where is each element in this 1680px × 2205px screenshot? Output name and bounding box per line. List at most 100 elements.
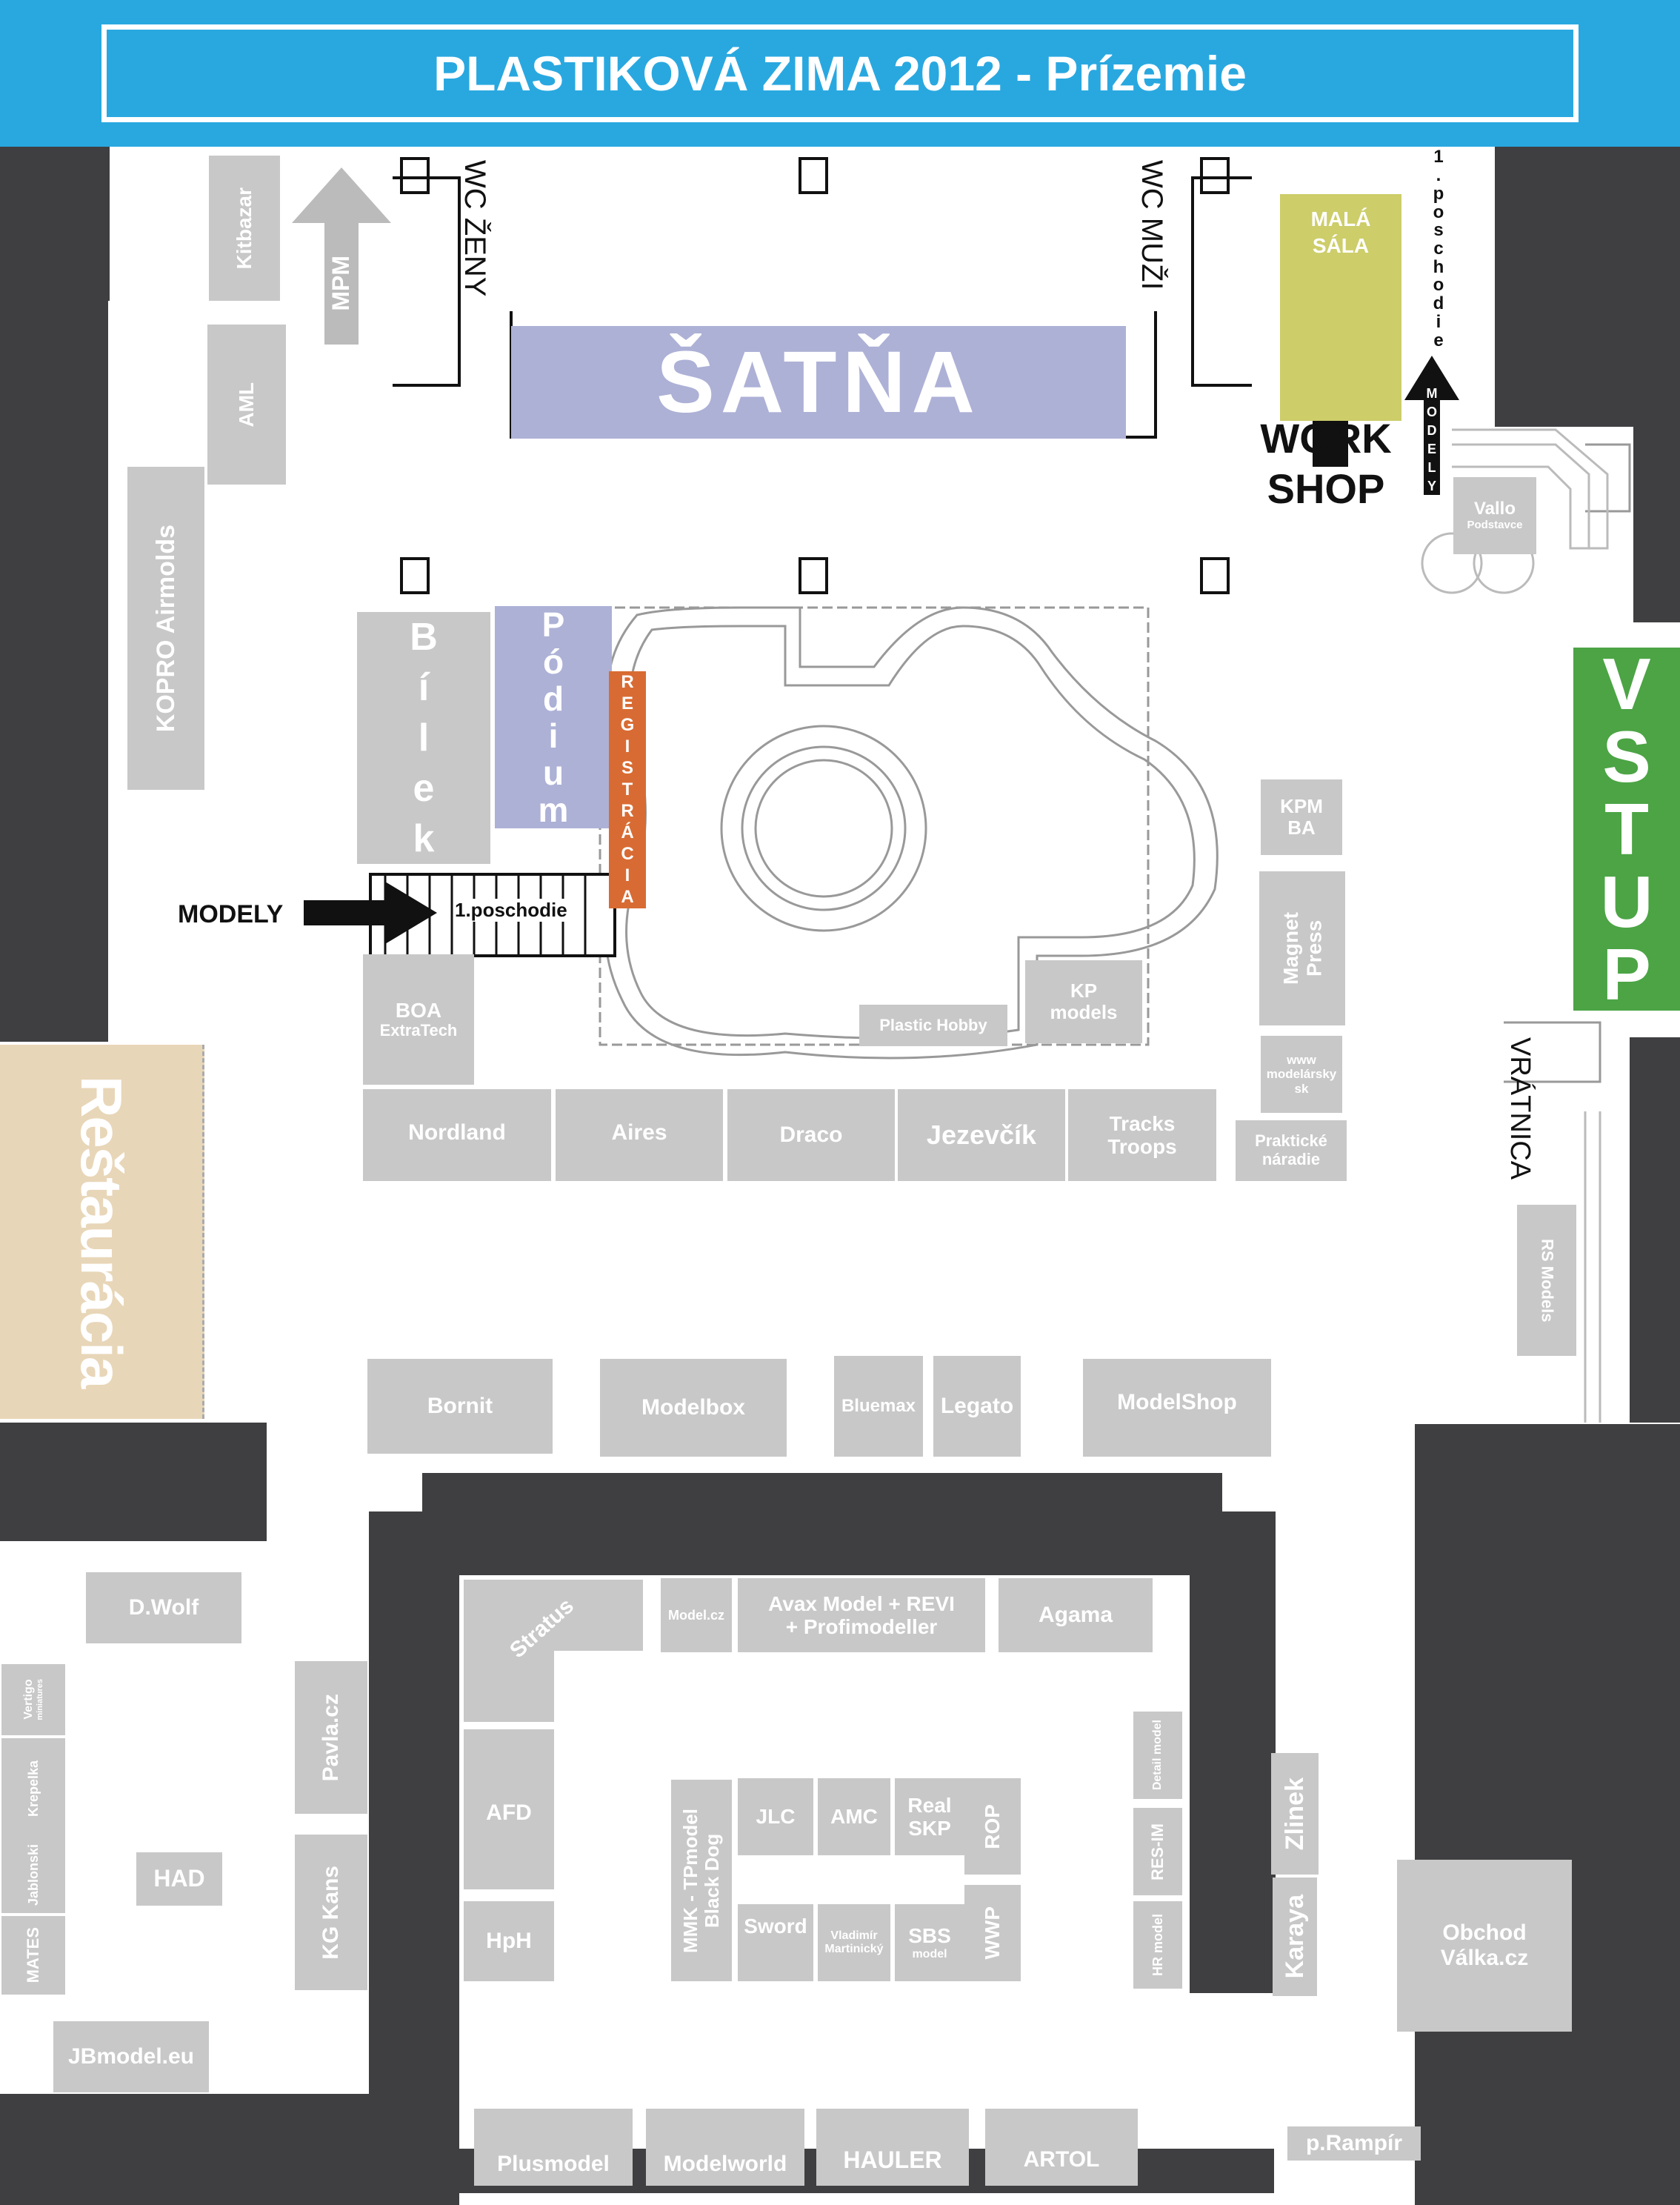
tracks-line-2: Troops xyxy=(1107,1135,1177,1158)
vratnica-label: VRÁTNICA xyxy=(1504,1037,1536,1180)
poschodie-char: c xyxy=(1433,238,1444,259)
stand-stratus: Stratus xyxy=(464,1580,579,1722)
poschodie-char: o xyxy=(1433,202,1444,222)
tracks-line-1: Tracks xyxy=(1109,1111,1176,1135)
kitbazar-label: Kitbazar xyxy=(233,187,256,270)
hph-label: HpH xyxy=(486,1929,532,1954)
stand-pavla: Pavla.cz xyxy=(295,1661,367,1814)
avax-line-2: + Profimodeller xyxy=(785,1615,938,1638)
vstup-char: T xyxy=(1604,788,1649,870)
stand-zlinek: Zlinek xyxy=(1271,1753,1319,1875)
registracia-char: I xyxy=(624,865,630,886)
stand-plastic-hobby: Plastic Hobby xyxy=(859,1005,1007,1046)
prakticke-line-2: náradie xyxy=(1261,1150,1321,1168)
block-upper-band xyxy=(369,1511,1276,1578)
stand-bluemax: Bluemax xyxy=(834,1356,923,1457)
restauracia-room: Reštaurácia xyxy=(0,1045,204,1419)
aires-label: Aires xyxy=(611,1120,667,1145)
mmk-line-1: MMK - TPmodel xyxy=(679,1808,701,1953)
stand-modelworld: Modelworld xyxy=(646,2109,804,2186)
workshop-line-1: WORK xyxy=(1260,415,1392,462)
magnet-line-1: Magnet xyxy=(1279,912,1302,985)
bilek-char: k xyxy=(413,817,435,860)
stand-mates: MATES xyxy=(1,1916,65,1995)
modelbox-label: Modelbox xyxy=(641,1395,745,1420)
block-right xyxy=(1190,1511,1276,1993)
poschodie-char: s xyxy=(1433,220,1444,241)
modelshop-label: ModelShop xyxy=(1117,1390,1237,1414)
rop-label: ROP xyxy=(981,1803,1004,1849)
registracia-char: I xyxy=(624,736,630,756)
stairs-poschodie-label: 1.poschodie xyxy=(455,899,567,922)
avax-line-1: Avax Model + REVI xyxy=(768,1592,955,1615)
wall-right-upper xyxy=(1495,147,1680,427)
stand-karaya: Karaya xyxy=(1273,1878,1317,1996)
realskp-line-2: SKP xyxy=(908,1817,951,1840)
stand-hph: HpH xyxy=(464,1901,554,1981)
block-left xyxy=(369,1511,459,2193)
stand-rop: ROP xyxy=(964,1778,1021,1875)
modely-char: D xyxy=(1427,422,1437,438)
stand-kgkans: KG Kans xyxy=(295,1835,367,1990)
had-label: HAD xyxy=(153,1865,205,1892)
podium-char: m xyxy=(538,791,569,829)
jezevcik-label: Jezevčík xyxy=(926,1119,1037,1150)
modely-char: M xyxy=(1426,385,1438,401)
registracia-char: T xyxy=(621,779,633,799)
registracia-char: G xyxy=(620,714,635,735)
karaya-label: Karaya xyxy=(1280,1895,1309,1979)
stand-modelcz: Model.cz xyxy=(661,1578,732,1652)
modely-char: L xyxy=(1427,459,1436,475)
stand-prakticke: Praktické náradie xyxy=(1236,1120,1347,1181)
legato-label: Legato xyxy=(940,1394,1014,1419)
modely-label: MODELY xyxy=(178,900,284,928)
workshop-line-2: SHOP xyxy=(1267,465,1385,512)
prampir-label: p.Rampír xyxy=(1305,2131,1403,2156)
realskp-line-1: Real xyxy=(907,1793,952,1817)
stand-kpm: KPM BA xyxy=(1261,779,1342,855)
amc-label: AMC xyxy=(830,1805,878,1829)
stand-plusmodel: Plusmodel xyxy=(474,2109,633,2186)
sword-label: Sword xyxy=(744,1915,807,1938)
stand-obchod: Obchod Válka.cz xyxy=(1397,1860,1572,2032)
stand-jlc: JLC xyxy=(738,1778,813,1855)
vallo-sub-label: Podstavce xyxy=(1467,519,1523,532)
podium-char: ó xyxy=(542,642,564,681)
stand-detail: Detail model xyxy=(1133,1712,1182,1799)
wc-muzi-label: WC MUŽI xyxy=(1136,160,1168,290)
stand-avax: Avax Model + REVI + Profimodeller xyxy=(738,1578,985,1652)
stand-hr: HR model xyxy=(1133,1901,1182,1989)
podium-char: P xyxy=(541,605,565,644)
aml-label: AML xyxy=(235,382,259,428)
artol-label: ARTOL xyxy=(1023,2147,1100,2172)
bornit-label: Bornit xyxy=(427,1394,493,1419)
vstup-char: U xyxy=(1600,861,1653,942)
poschodie-char: p xyxy=(1433,183,1444,204)
vstup-char: P xyxy=(1602,934,1651,1015)
wall-left-upper xyxy=(0,147,110,301)
wwp-label: WWP xyxy=(981,1906,1004,1960)
stand-artol: ARTOL xyxy=(985,2109,1138,2186)
stand-jablonski: Jablonski xyxy=(1,1838,65,1913)
kp-line-2: models xyxy=(1050,1001,1118,1023)
dwolf-label: D.Wolf xyxy=(128,1595,199,1620)
wc-zeny-label: WC ŽENY xyxy=(459,160,491,297)
poschodie-char: e xyxy=(1433,330,1444,350)
kpm-line-2: BA xyxy=(1287,817,1316,839)
detail-label: Detail model xyxy=(1151,1720,1164,1791)
registracia-char: A xyxy=(621,887,634,908)
stand-aml: AML xyxy=(207,325,286,485)
stand-kitbazar: Kitbazar xyxy=(209,156,280,301)
sbs-label: SBS xyxy=(908,1924,951,1948)
wall-right-side xyxy=(1633,427,1680,622)
satna-label: ŠATŇA xyxy=(656,333,981,431)
plastic-hobby-label: Plastic Hobby xyxy=(879,1015,987,1034)
mmk-line-2: Black Dog xyxy=(701,1833,723,1928)
vstup-entrance: V S T U P xyxy=(1573,648,1680,1011)
stand-legato: Legato xyxy=(933,1356,1021,1457)
restauracia-label: Reštaurácia xyxy=(69,1076,134,1388)
stand-afd: AFD xyxy=(464,1729,554,1889)
afd-label: AFD xyxy=(486,1800,532,1825)
